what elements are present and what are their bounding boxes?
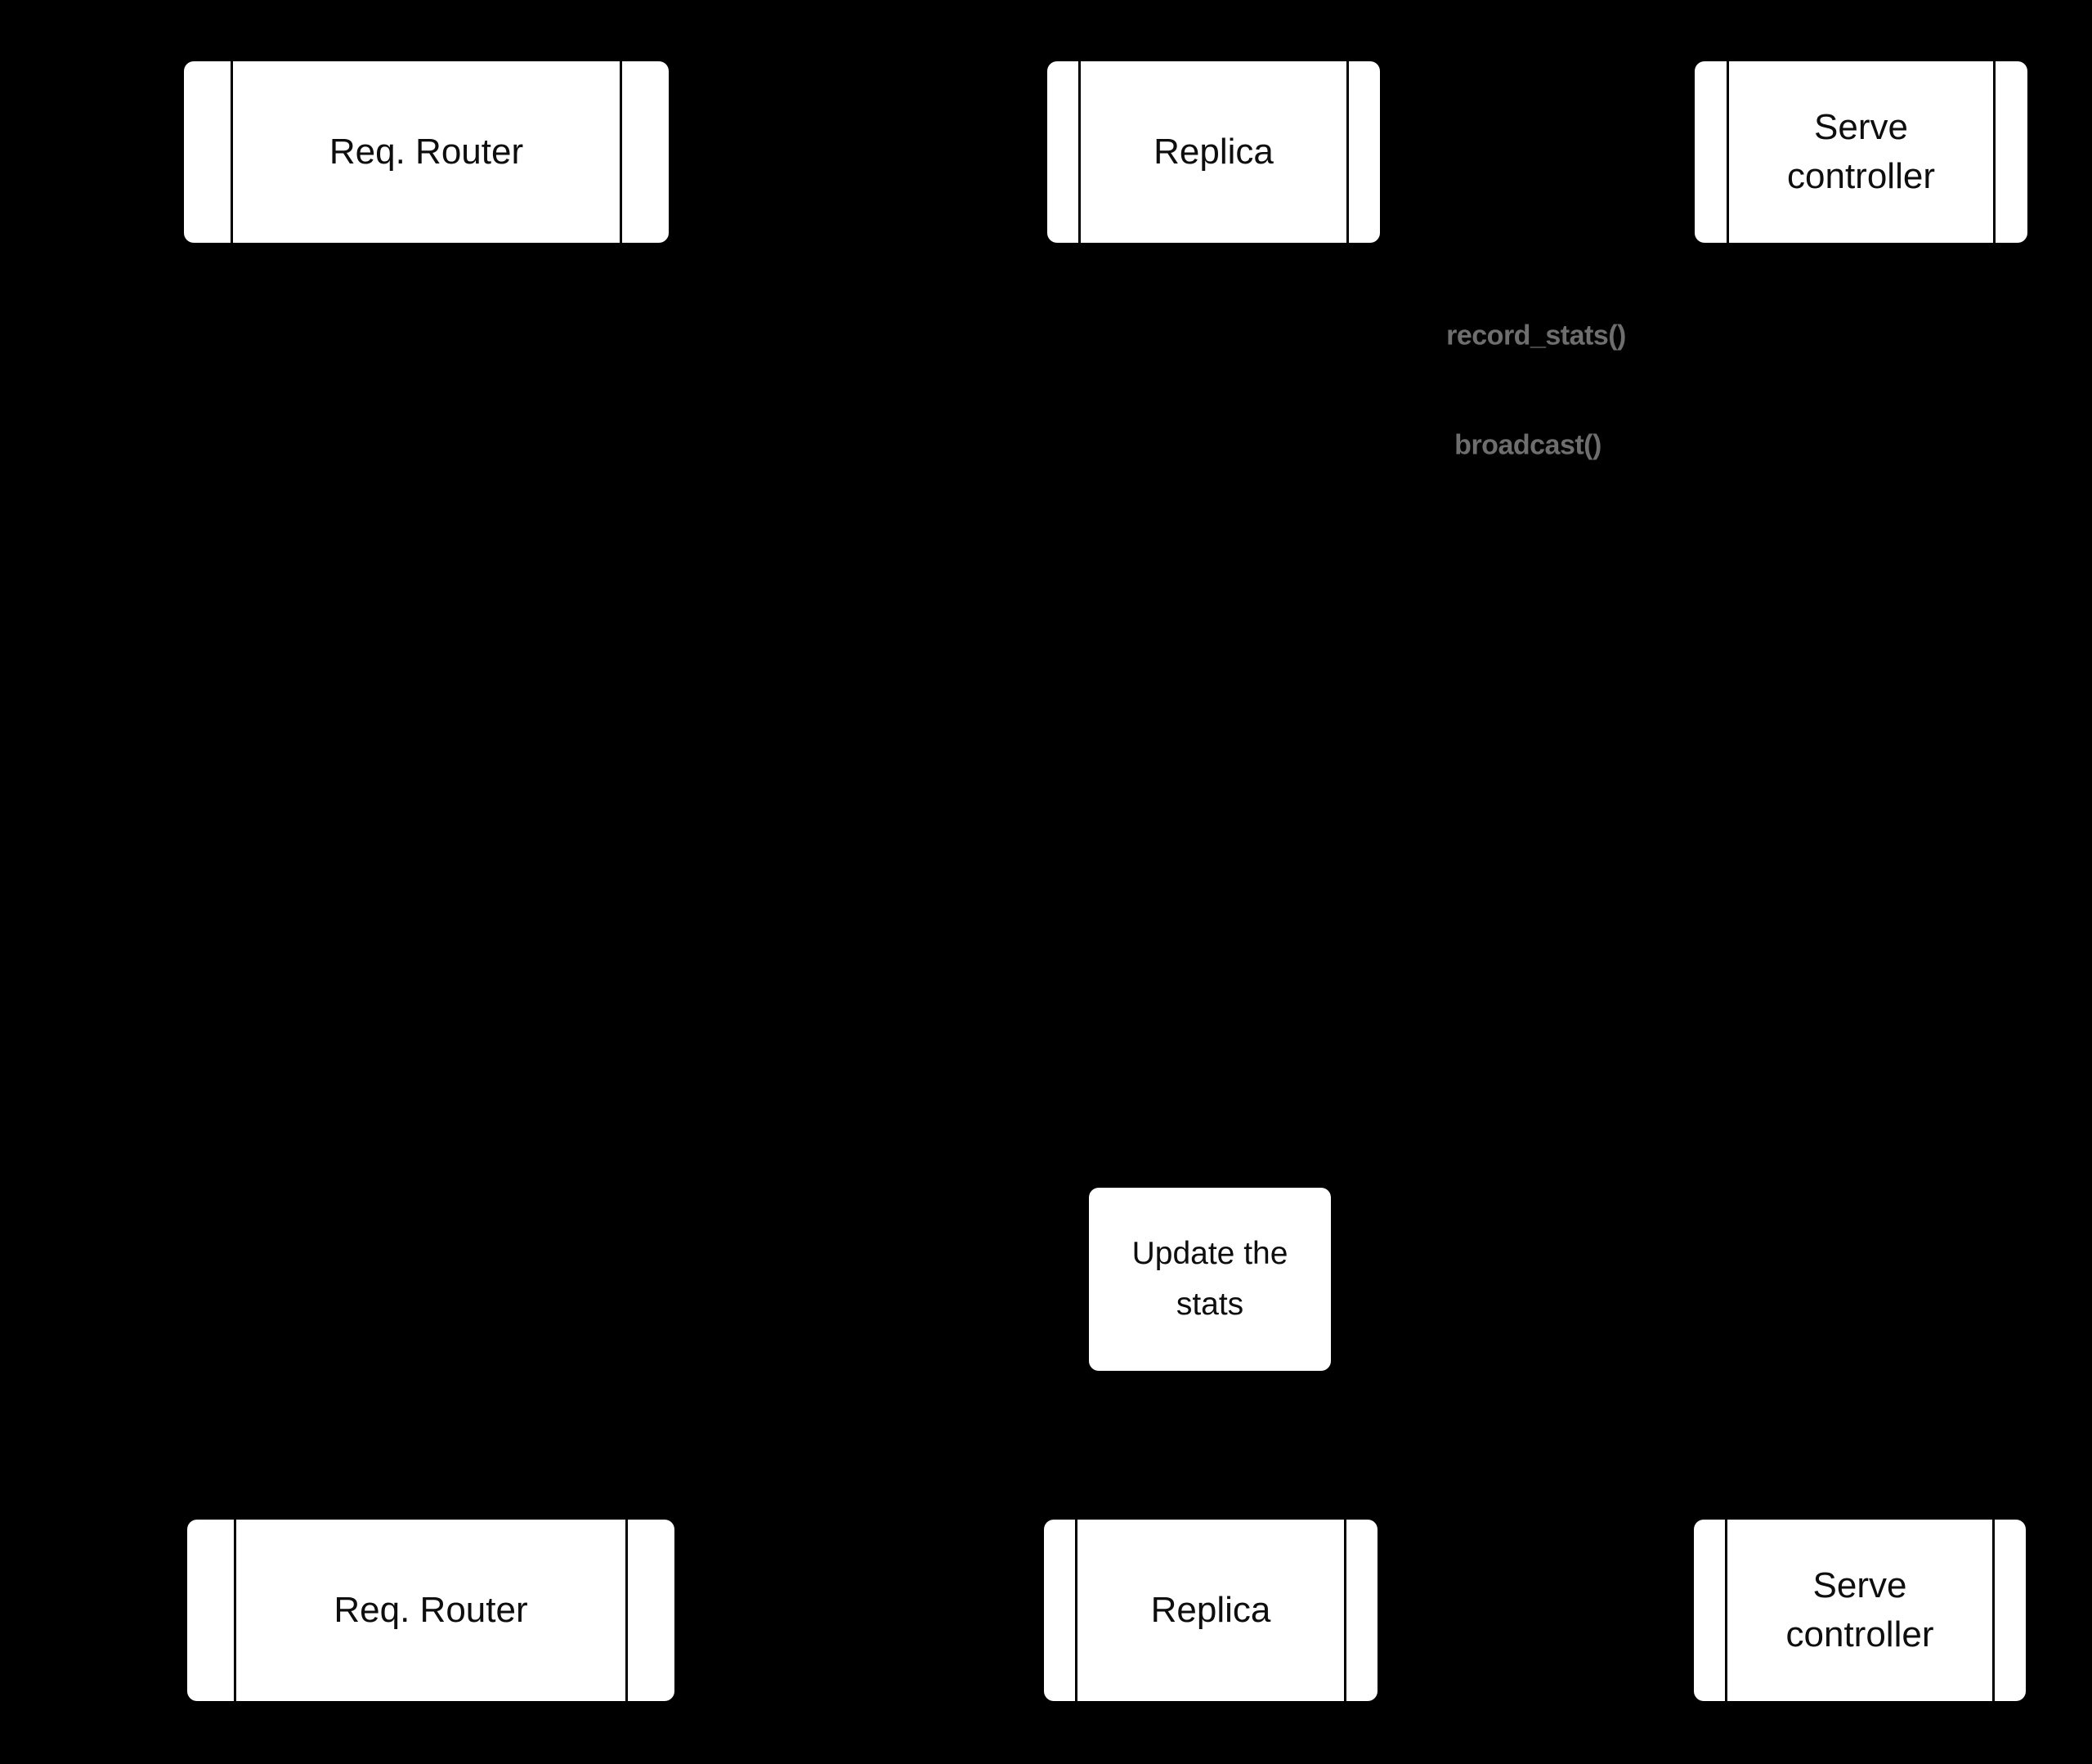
participant-right-divider: [620, 61, 622, 243]
participant-label: Req. Router: [334, 1590, 528, 1630]
participant-right-divider: [1993, 61, 1996, 243]
participant-label: Serve controller: [1785, 1565, 1934, 1654]
participant-label: Serve controller: [1787, 107, 1935, 196]
participant-req-router-bottom: Req. Router: [187, 1520, 674, 1701]
participant-left-divider: [231, 61, 233, 243]
participant-left-divider: [1727, 61, 1729, 243]
participant-left-divider: [234, 1520, 236, 1701]
participant-replica-bottom: Replica: [1044, 1520, 1377, 1701]
participant-left-divider: [1075, 1520, 1077, 1701]
participant-label: Req. Router: [329, 132, 524, 172]
participant-left-divider: [1078, 61, 1081, 243]
participant-right-divider: [1992, 1520, 1995, 1701]
note-label: Update the stats: [1131, 1236, 1288, 1322]
participant-right-divider: [625, 1520, 628, 1701]
participant-right-divider: [1346, 61, 1349, 243]
participant-label: Replica: [1150, 1590, 1271, 1630]
participant-replica-top: Replica: [1047, 61, 1380, 243]
message-broadcast: broadcast(): [1454, 429, 1601, 461]
participant-serve-controller-bottom: Serve controller: [1694, 1520, 2026, 1701]
participant-serve-controller-top: Serve controller: [1695, 61, 2027, 243]
participant-req-router-top: Req. Router: [184, 61, 669, 243]
note-update-stats: Update the stats: [1089, 1188, 1331, 1371]
participant-label: Replica: [1154, 132, 1274, 172]
participant-left-divider: [1725, 1520, 1727, 1701]
message-record-stats: record_stats(): [1446, 320, 1626, 351]
participant-right-divider: [1344, 1520, 1346, 1701]
